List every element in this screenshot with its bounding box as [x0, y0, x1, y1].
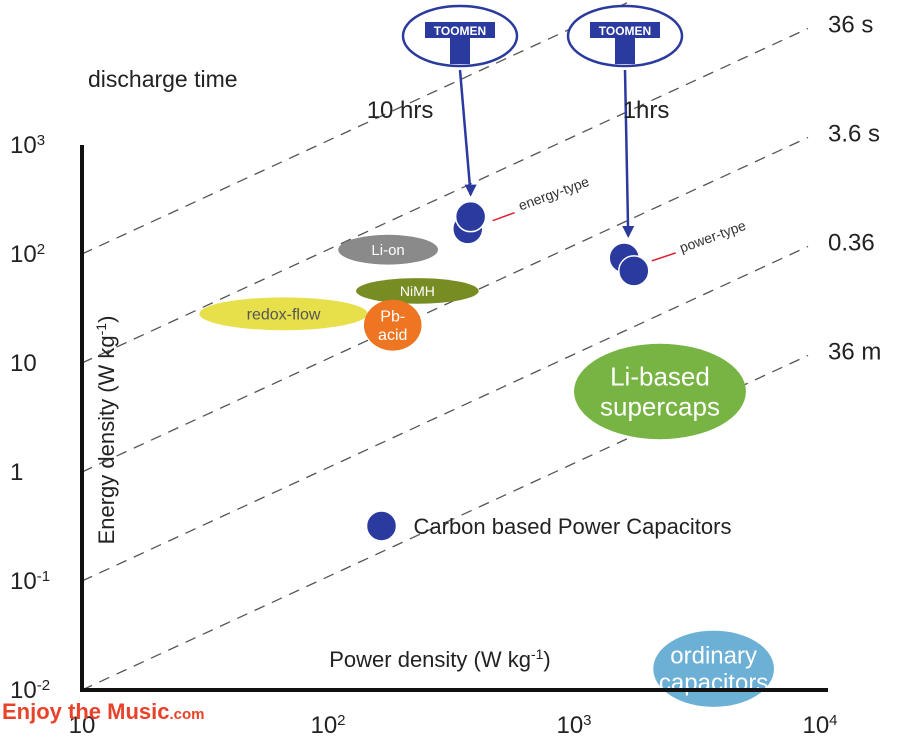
discharge-label: 3.6 s	[828, 120, 880, 147]
region-ellipse	[363, 299, 422, 351]
y-tick-label: 102	[10, 241, 45, 269]
power-type-label: power-type	[677, 217, 748, 256]
energy-type-label: energy-type	[516, 173, 591, 213]
discharge-top-label: 10 hrs	[367, 97, 434, 124]
discharge-line	[81, 0, 635, 255]
brand-logo-stem	[450, 36, 470, 64]
discharge-line	[81, 245, 809, 582]
region-ellipse	[574, 343, 746, 440]
region-ellipse	[653, 630, 774, 707]
x-tick-label: 103	[556, 712, 591, 740]
discharge-time-title: discharge time	[88, 66, 238, 92]
brand-arrow-shaft	[623, 69, 630, 236]
y-axis-title: Energy density (W kg-1)	[93, 316, 119, 545]
region-ellipse	[199, 297, 368, 331]
discharge-label: 36 s	[828, 11, 873, 38]
region-label: ordinary	[670, 642, 757, 669]
discharge-lines	[81, 0, 809, 691]
x-tick-label: 102	[310, 712, 345, 740]
brand-logo-bar	[590, 22, 660, 38]
region-label: Li-on	[371, 242, 404, 259]
region-ellipse	[356, 278, 479, 304]
discharge-top-label: 1hrs	[623, 97, 670, 124]
region-label: acid	[378, 327, 407, 344]
x-axis-title: Power density (W kg-1)	[329, 646, 551, 672]
y-tick-label: 10	[10, 350, 37, 377]
region-label: Li-based	[610, 362, 710, 392]
region-label: Pb-	[380, 309, 405, 326]
x-tick-label: 10	[69, 712, 96, 739]
brand-arrow-shaft	[458, 69, 472, 195]
data-points	[365, 200, 677, 542]
discharge-label: 36 m	[828, 338, 881, 365]
brand-arrow-head	[622, 225, 635, 238]
axes: 10-2 10-1 1 10 102 103 10 102 103 104	[10, 132, 838, 740]
power-type-pointer	[651, 252, 677, 262]
watermark-logo: Enjoy the Music.com	[2, 699, 205, 724]
brand-logos: TOOMEN TOOMEN	[401, 4, 684, 238]
y-tick-label: 1	[10, 459, 23, 486]
discharge-line	[81, 27, 809, 364]
discharge-label: 0.36	[828, 229, 875, 256]
region-label: redox-flow	[247, 307, 321, 324]
y-tick-label: 10-1	[10, 568, 50, 596]
brand-arrow-head	[464, 184, 477, 197]
region-label: capacitors	[659, 670, 768, 697]
x-tick-label: 104	[802, 712, 837, 740]
data-point	[365, 510, 398, 542]
brand-logo-stem	[615, 36, 635, 64]
discharge-line	[81, 136, 809, 473]
brand-logo-text: TOOMEN	[434, 24, 486, 38]
y-tick-label: 10-2	[10, 677, 50, 705]
data-point	[454, 200, 487, 233]
carbon-capacitors-label: Carbon based Power Capacitors	[414, 514, 732, 539]
brand-logo-text: TOOMEN	[599, 24, 651, 38]
region-ellipse	[338, 234, 439, 265]
region-label: NiMH	[400, 283, 435, 299]
brand-logo-bar	[425, 22, 495, 38]
y-tick-label: 103	[10, 132, 45, 160]
region-label: supercaps	[600, 392, 720, 422]
data-point	[618, 255, 650, 287]
energy-type-pointer	[492, 211, 515, 222]
